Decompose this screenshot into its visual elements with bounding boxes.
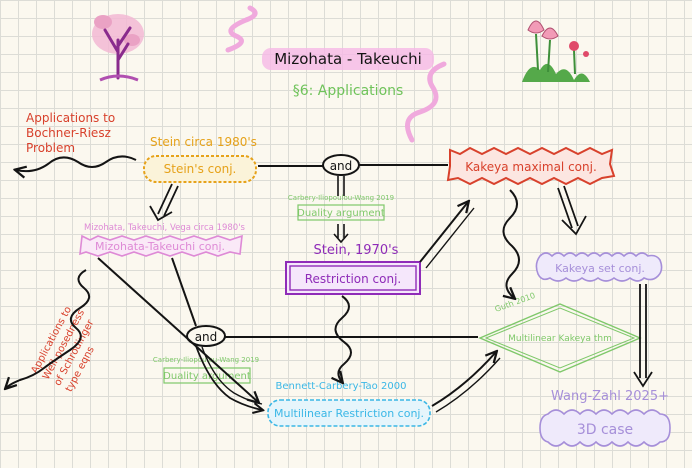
stein-conj-node: Stein circa 1980's Stein's conj. bbox=[143, 135, 257, 183]
edge-restriction-to-mlr-wave bbox=[335, 295, 352, 382]
mt-conj-node: Mizohata, Takeuchi, Vega circa 1980's Mi… bbox=[79, 223, 246, 257]
stein-author: Stein circa 1980's bbox=[150, 135, 257, 149]
edge-mt-to-and bbox=[171, 257, 197, 327]
wellposedness-note: Applications to Well-posedness of Schröd… bbox=[29, 305, 96, 394]
edge-restriction-to-kakeya-2 bbox=[425, 207, 475, 269]
pink-swirl-doodle-2 bbox=[405, 61, 447, 143]
double-arrow-head-2 bbox=[149, 205, 173, 222]
edge-kakeya-to-mlk-wave bbox=[502, 189, 520, 298]
edge-set-to-3d bbox=[639, 284, 647, 378]
stein-conj-label: Stein's conj. bbox=[164, 162, 237, 176]
mt-conj-label: Mizohata-Takeuchi conj. bbox=[95, 240, 225, 253]
page-title: Mizohata - Takeuchi bbox=[274, 50, 422, 68]
duality-top-box bbox=[297, 204, 385, 221]
multilinear-restriction-label: Multilinear Restriction conj. bbox=[274, 407, 424, 420]
edge-and-double-down bbox=[337, 176, 345, 196]
edge-duality-to-restriction bbox=[337, 224, 345, 238]
pink-swirl-doodle bbox=[225, 5, 258, 53]
bochner-riesz-note: Applications to Bochner-Riesz Problem bbox=[16, 111, 137, 171]
tree-doodle bbox=[92, 14, 144, 82]
kakeya-maximal-node: Kakeya maximal conj. bbox=[446, 146, 616, 186]
multilinear-kakeya-label: Multilinear Kakeya thm bbox=[508, 334, 612, 344]
case-3d-node: Wang-Zahl 2025+ 3D case bbox=[539, 389, 671, 447]
duality-top-label: Duality argument bbox=[297, 208, 385, 219]
kakeya-set-label: Kakeya set conj. bbox=[555, 262, 645, 275]
and-label-bottom: and bbox=[195, 330, 218, 344]
double-arrow-head-3 bbox=[561, 215, 587, 236]
kakeya-set-node: Kakeya set conj. bbox=[535, 252, 663, 282]
page-subtitle: §6: Applications bbox=[293, 83, 404, 99]
case-3d-label: 3D case bbox=[577, 422, 633, 438]
tulips-doodle bbox=[522, 20, 590, 82]
btc-author: Bennett-Carbery-Tao 2000 bbox=[276, 381, 407, 392]
restriction-node: Stein, 1970's Restriction conj. bbox=[285, 243, 421, 295]
wang-zahl-author: Wang-Zahl 2025+ bbox=[551, 389, 669, 404]
edge-wellposed-wave bbox=[6, 269, 91, 388]
double-arrow-head-4 bbox=[633, 371, 653, 388]
svg-text:Problem: Problem bbox=[26, 141, 75, 155]
edge-stein-to-mt bbox=[157, 183, 179, 217]
multilinear-restriction-node: Bennett-Carbery-Tao 2000 Multilinear Res… bbox=[267, 381, 431, 427]
edge-restriction-to-kakeya bbox=[419, 202, 468, 263]
duality-bottom-box bbox=[163, 367, 251, 384]
and-label-top: and bbox=[330, 159, 353, 173]
svg-text:Bochner-Riesz: Bochner-Riesz bbox=[26, 126, 111, 140]
edge-mlr-to-mlk-2 bbox=[435, 357, 501, 413]
edge-and-to-mlr bbox=[195, 345, 262, 410]
edge-mt-to-mlr bbox=[97, 257, 258, 402]
kakeya-maximal-label: Kakeya maximal conj. bbox=[465, 160, 597, 174]
multilinear-kakeya-node: Guth 2010 Multilinear Kakeya thm bbox=[478, 291, 642, 373]
duality-bottom-author: Carbery-Iliopoulou-Wang 2019 bbox=[153, 356, 259, 364]
edge-mlr-to-mlk bbox=[431, 352, 496, 407]
duality-bottom-label: Duality argument bbox=[163, 371, 251, 382]
restriction-author: Stein, 1970's bbox=[314, 243, 399, 258]
edge-kakeya-max-to-set bbox=[557, 185, 579, 229]
restriction-label: Restriction conj. bbox=[305, 272, 402, 286]
double-arrow-head bbox=[333, 233, 349, 244]
duality-top-author: Carbery-Iliopoulou-Wang 2019 bbox=[288, 194, 394, 202]
title-highlight bbox=[262, 48, 434, 70]
mt-author: Mizohata, Takeuchi, Vega circa 1980's bbox=[84, 223, 246, 233]
guth-author: Guth 2010 bbox=[494, 291, 537, 314]
svg-text:Applications to: Applications to bbox=[26, 111, 115, 125]
